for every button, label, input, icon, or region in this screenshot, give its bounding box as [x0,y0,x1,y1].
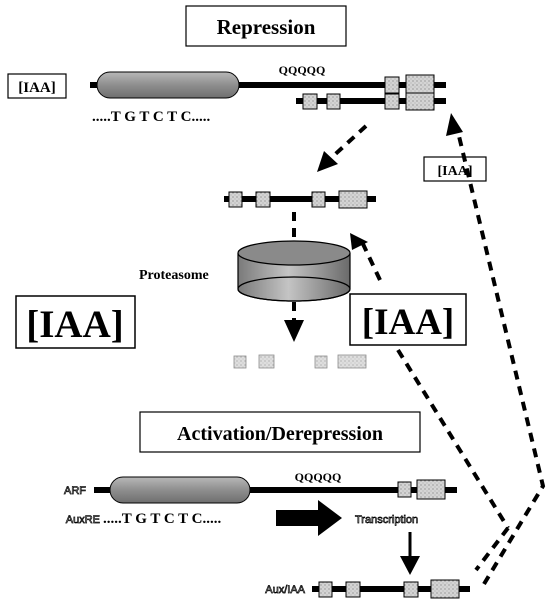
auxiaa-domains-bottom [318,579,460,599]
top-iaa-label: [IAA] [7,73,67,99]
big-iaa-left: [IAA] [15,295,136,349]
svg-text:[IAA]: [IAA] [18,80,56,96]
big-iaa-right: [IAA] [349,293,467,346]
down-arrow [400,532,420,575]
auxiaa-label: Aux/IAA [265,584,305,596]
degraded-fragments [230,354,376,369]
arf-domains-top [384,74,435,96]
arf-domains-bottom [397,479,446,500]
qqqqq-label-bottom: QQQQQ [295,470,342,484]
auxre-label: AuxRE [66,514,100,526]
right-iaa-label: [IAA] [423,156,487,182]
dashed-arrows [292,124,546,586]
activation-title: Activation/Derepression [139,411,421,453]
proteasome-cylinder [237,240,351,302]
dna-binding-domain-top [96,71,240,99]
svg-text:Repression: Repression [217,15,316,39]
proteasome-label: Proteasome [139,268,209,283]
svg-text:Activation/Derepression: Activation/Derepression [177,423,383,445]
auxre-sequence-bottom: .....T G T C T C..... [103,511,221,527]
qqqqq-label-top: QQQQQ [279,63,326,77]
repression-title: Repression [185,5,347,47]
svg-text:[IAA]: [IAA] [438,164,473,179]
auxre-sequence-top: .....T G T C T C..... [92,109,210,125]
auxiaa-domains-top [302,92,435,111]
svg-text:[IAA]: [IAA] [362,302,454,343]
transcription-label: Transcription [355,514,418,526]
arf-label: ARF [64,485,86,497]
dna-binding-domain-bottom [109,476,251,504]
svg-text:[IAA]: [IAA] [26,303,123,346]
transcription-arrow [276,500,342,536]
dashed-arrow-heads [284,113,463,342]
free-auxiaa-domains [228,190,368,209]
